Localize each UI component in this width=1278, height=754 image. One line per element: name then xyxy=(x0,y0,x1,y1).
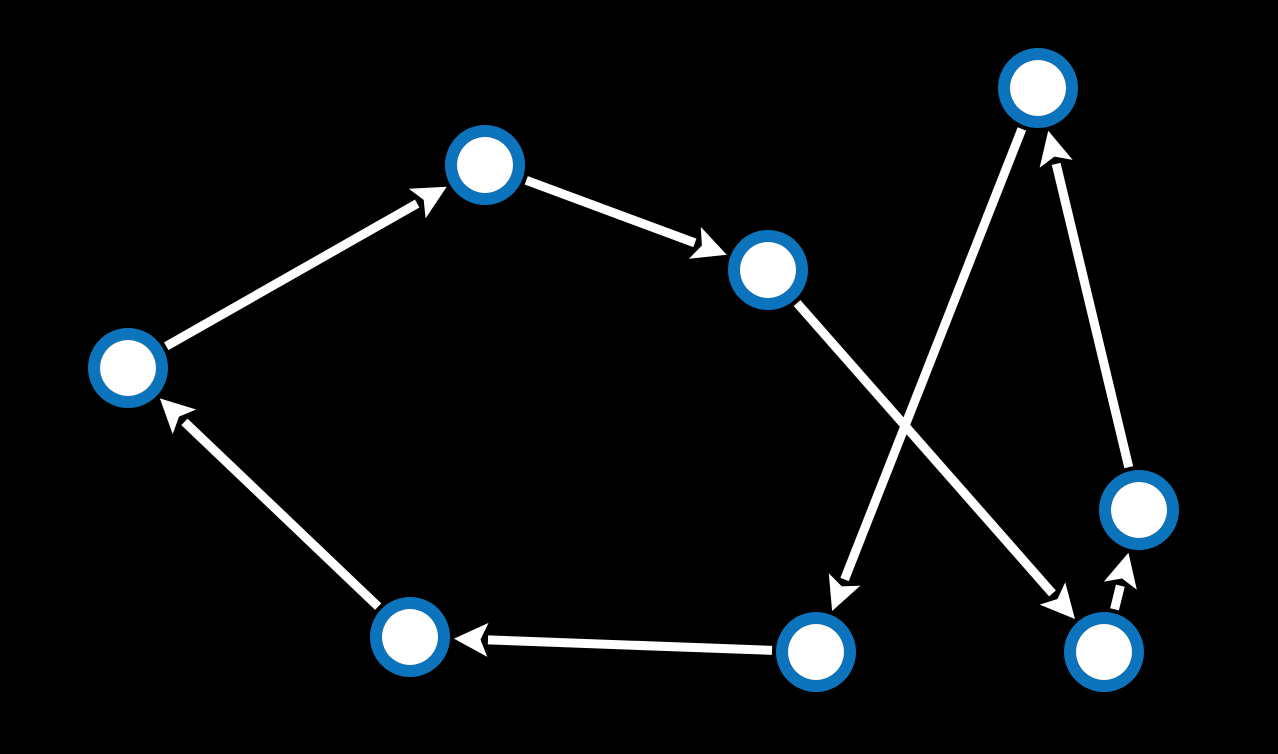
graph-node-E[interactable] xyxy=(1099,470,1179,550)
graph-edge-G-to-H[interactable] xyxy=(453,622,773,657)
edge-shaft xyxy=(1051,162,1134,469)
node-ring xyxy=(88,328,168,408)
node-core xyxy=(1010,60,1066,116)
node-ring xyxy=(728,230,808,310)
graph-node-G[interactable] xyxy=(776,612,856,692)
node-ring xyxy=(776,612,856,692)
graph-edge-F-to-E[interactable] xyxy=(1103,552,1137,611)
edge-shaft xyxy=(487,635,773,655)
node-ring xyxy=(445,125,525,205)
graph-node-D[interactable] xyxy=(998,48,1078,128)
graph-node-C[interactable] xyxy=(728,230,808,310)
node-core xyxy=(788,624,844,680)
node-core xyxy=(740,242,796,298)
graph-edge-A-to-B[interactable] xyxy=(164,186,447,351)
graph-edge-H-to-A[interactable] xyxy=(159,398,382,610)
graph-node-B[interactable] xyxy=(445,125,525,205)
edge-arrowhead xyxy=(828,573,861,612)
edge-shaft xyxy=(793,300,1056,597)
graph-node-A[interactable] xyxy=(88,328,168,408)
edge-arrowhead xyxy=(1039,582,1075,619)
node-ring xyxy=(370,597,450,677)
node-core xyxy=(457,137,513,193)
edge-shaft xyxy=(164,199,420,351)
node-core xyxy=(1076,624,1132,680)
graph-edge-C-to-F[interactable] xyxy=(793,300,1075,619)
node-layer xyxy=(88,48,1179,692)
node-core xyxy=(1111,482,1167,538)
edge-arrowhead xyxy=(159,398,197,435)
graph-node-F[interactable] xyxy=(1064,612,1144,692)
graph-node-H[interactable] xyxy=(370,597,450,677)
edge-shaft xyxy=(840,127,1027,582)
edge-arrowhead xyxy=(1103,552,1137,590)
edge-layer xyxy=(159,127,1137,657)
node-ring xyxy=(998,48,1078,128)
edge-arrowhead xyxy=(688,226,727,259)
node-ring xyxy=(1064,612,1144,692)
edge-arrowhead xyxy=(408,186,447,219)
node-ring xyxy=(1099,470,1179,550)
edge-shaft xyxy=(524,176,697,248)
edge-arrowhead xyxy=(1039,130,1073,168)
node-core xyxy=(382,609,438,665)
edge-shaft xyxy=(1110,584,1125,611)
graph-edge-E-to-D[interactable] xyxy=(1039,130,1134,469)
edge-arrowhead xyxy=(453,622,489,657)
graph-edge-D-to-G[interactable] xyxy=(828,127,1027,612)
graph-edge-B-to-C[interactable] xyxy=(524,176,727,259)
edge-shaft xyxy=(181,418,382,610)
node-core xyxy=(100,340,156,396)
